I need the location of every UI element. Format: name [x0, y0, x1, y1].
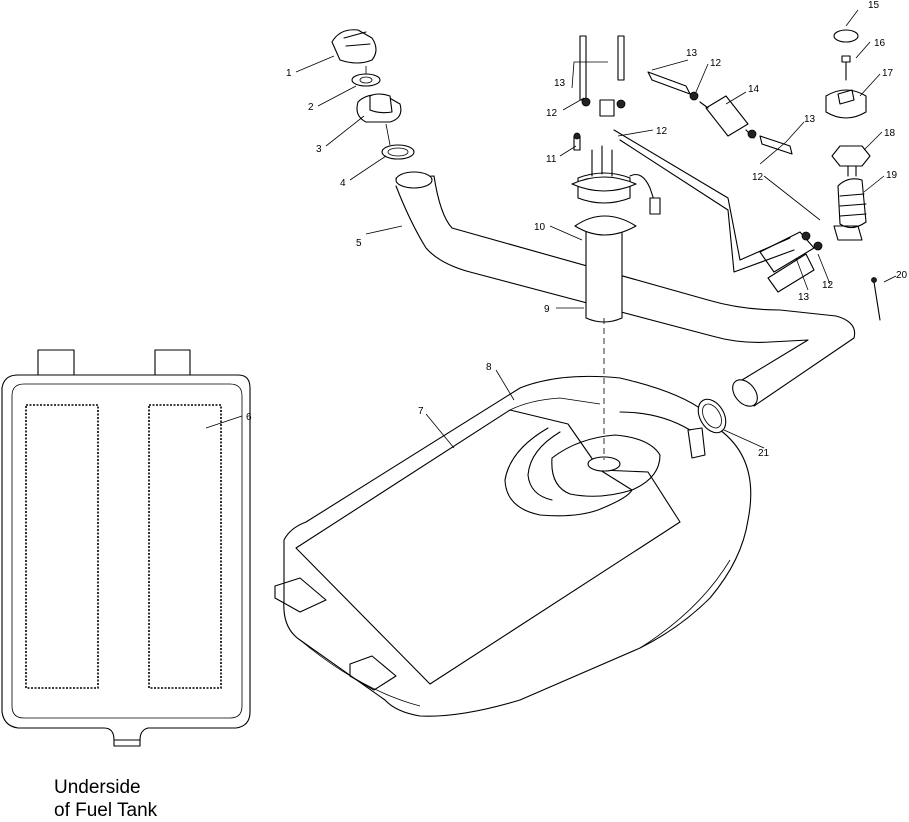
fuel-valve-assembly — [825, 29, 881, 321]
tank-underside-view — [1, 349, 251, 747]
fuel-lines — [579, 35, 823, 293]
callout-14: 14 — [748, 84, 760, 95]
callout-11: 11 — [546, 154, 557, 165]
callout-13d: 13 — [798, 292, 810, 303]
callout-19: 19 — [886, 170, 898, 181]
callout-17: 17 — [882, 68, 894, 79]
leader-lines — [205, 9, 897, 449]
fuel-sender-assembly — [571, 99, 661, 460]
callout-20: 20 — [896, 270, 908, 281]
callout-3: 3 — [316, 144, 322, 155]
callout-4: 4 — [340, 178, 346, 189]
fuel-tank — [274, 375, 752, 717]
filler-hose — [395, 171, 856, 407]
callout-5: 5 — [356, 238, 362, 249]
callout-9: 9 — [544, 304, 550, 315]
callout-15: 15 — [868, 0, 880, 11]
caption-line-2: of Fuel Tank — [54, 800, 158, 821]
callout-13b: 13 — [686, 48, 698, 59]
callout-12e: 12 — [822, 280, 834, 291]
callout-10: 10 — [534, 222, 546, 233]
underside-caption: Underside of Fuel Tank — [54, 776, 157, 822]
callout-12c: 12 — [710, 58, 722, 69]
callout-labels: 1 2 3 4 5 6 7 8 9 10 11 12 13 12 13 12 1… — [246, 0, 908, 459]
callout-12d: 12 — [752, 172, 764, 183]
callout-13c: 13 — [804, 114, 816, 125]
callout-12b: 12 — [656, 126, 668, 137]
callout-12a: 12 — [546, 108, 558, 119]
callout-16: 16 — [874, 38, 886, 49]
callout-2: 2 — [308, 102, 314, 113]
callout-6: 6 — [246, 412, 252, 423]
callout-8: 8 — [486, 362, 492, 373]
filler-cap-assembly — [331, 29, 415, 160]
clamp — [697, 398, 727, 434]
callout-13a: 13 — [554, 78, 566, 89]
callout-7: 7 — [418, 406, 424, 417]
callout-21: 21 — [758, 448, 770, 459]
caption-line-1: Underside — [54, 777, 141, 798]
callout-1: 1 — [286, 68, 292, 79]
fuel-filter — [699, 95, 793, 155]
callout-18: 18 — [884, 128, 896, 139]
